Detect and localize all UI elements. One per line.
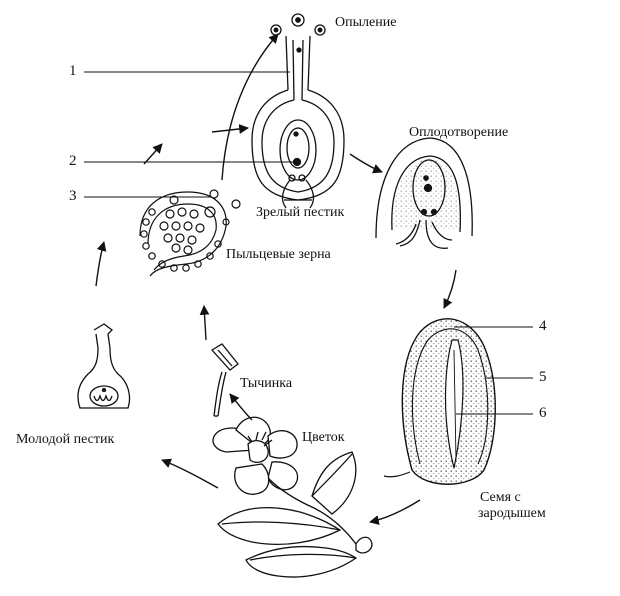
flower-illustration [212, 416, 373, 578]
seed-label-line2: зародышем [478, 506, 546, 521]
stamen-label: Тычинка [240, 376, 293, 391]
callout-3: 3 [69, 188, 77, 204]
pollen-grains-illustration [139, 189, 241, 277]
young-pistil-label: Молодой пестик [16, 432, 115, 447]
mature-pistil-illustration [251, 13, 345, 209]
cycle-arrows [95, 33, 457, 525]
flower-label: Цветок [302, 430, 345, 445]
stamen-illustration [210, 343, 239, 417]
young-pistil-illustration [77, 323, 131, 409]
callout-5: 5 [539, 369, 547, 385]
callout-6: 6 [539, 405, 547, 421]
callout-leaders [84, 71, 533, 415]
fertilization-label: Оплодотворение [409, 125, 509, 140]
callout-1: 1 [69, 63, 77, 79]
seed-label-line1: Семя с [480, 490, 521, 505]
callout-2: 2 [69, 153, 77, 169]
mature-pistil-label: Зрелый пестик [256, 205, 345, 220]
pollination-label: Опыление [335, 15, 397, 30]
callout-4: 4 [539, 318, 547, 334]
seed-illustration [383, 318, 496, 485]
pollen-grains-label: Пыльцевые зерна [226, 247, 331, 262]
